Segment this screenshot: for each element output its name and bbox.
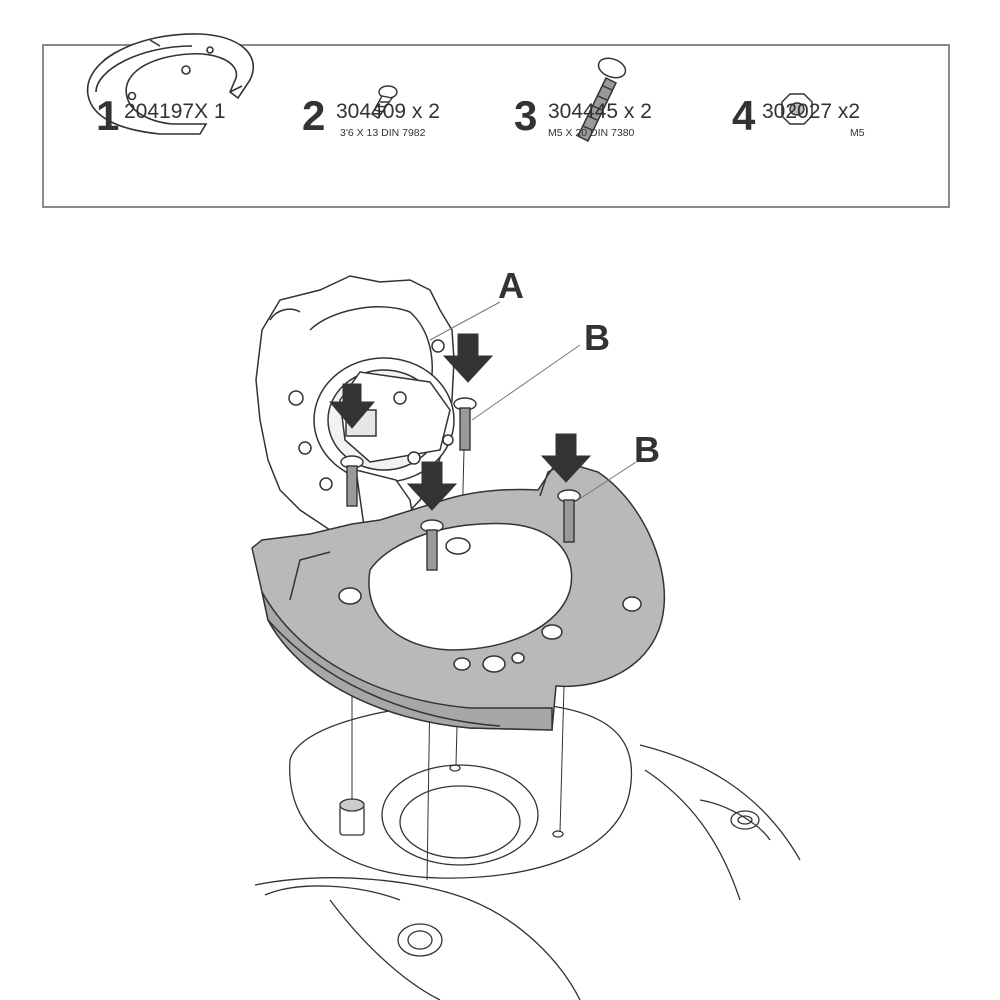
tank-ring-bracket: [251, 459, 666, 731]
down-arrow-icon: [406, 461, 458, 511]
part-4-nut-icon: [781, 93, 813, 125]
part-2-number: 2: [302, 92, 326, 139]
down-arrow-icon: [540, 433, 592, 483]
part-3-number: 3: [514, 92, 538, 139]
down-arrow-icons: [328, 333, 592, 511]
part-3-code: 304445 x 2: [548, 100, 652, 123]
callout-b-upper: B: [584, 317, 610, 358]
down-arrow-icon: [328, 383, 376, 429]
callout-a: A: [498, 265, 524, 306]
callout-b-lower: B: [634, 429, 660, 470]
down-arrow-icon: [442, 333, 494, 383]
part-3-bolt-icon: [577, 57, 627, 143]
part-4-spec: M5: [850, 127, 865, 139]
part-2-spec: 3'6 X 13 DIN 7982: [340, 127, 426, 139]
part-4-code: 302027 x2: [762, 100, 861, 123]
part-1-number: 1: [96, 92, 120, 139]
part-3-spec: M5 X 20 DIN 7380: [548, 127, 635, 139]
part-2-screw-icon: [371, 85, 398, 119]
screws: [340, 397, 581, 571]
part-4-number: 4: [732, 92, 756, 139]
fuel-tank-outline: [254, 701, 801, 1000]
part-2-code: 304409 x 2: [336, 100, 440, 123]
callout-leaders: [429, 301, 637, 501]
part-1-code: 204197X 1: [124, 100, 226, 123]
part-1-ring-icon: [86, 33, 255, 135]
